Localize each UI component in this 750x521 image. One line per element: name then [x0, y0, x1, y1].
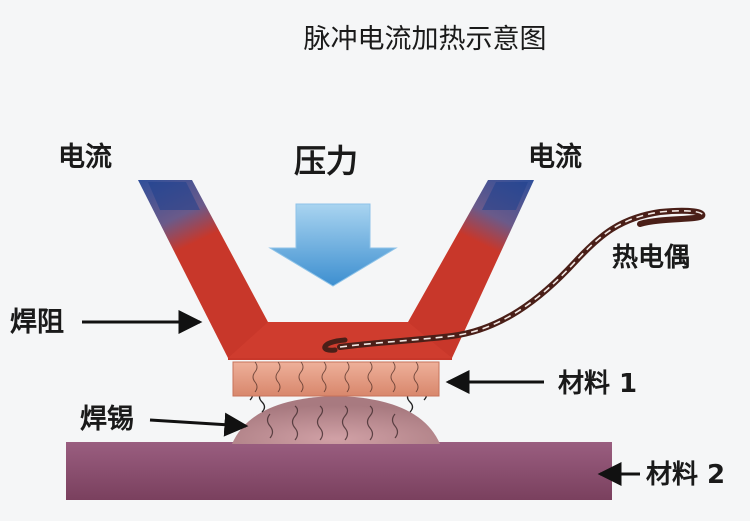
- current-right-label: 电流: [528, 142, 582, 173]
- material1-label: 材料 1: [558, 369, 637, 399]
- pointer-arrows: [82, 310, 640, 486]
- solder-label: 焊锡: [80, 404, 134, 435]
- thermode-label: 焊阻: [10, 307, 64, 338]
- solder-pointer-arrow: [149, 412, 249, 437]
- thermocouple-label: 热电偶: [612, 243, 690, 273]
- solder-texture: [266, 405, 399, 441]
- pressure-label: 压力: [294, 142, 358, 180]
- pressure-arrow: [268, 203, 398, 287]
- current-left-label: 电流: [58, 142, 112, 173]
- material2-layer: [66, 442, 612, 500]
- thermocouple-wire: [322, 207, 706, 353]
- material1-layer: [232, 361, 440, 397]
- solder-joint: [232, 396, 440, 444]
- diagram-title: 脉冲电流加热示意图: [304, 24, 547, 55]
- material2-label: 材料 2: [646, 460, 725, 490]
- material1-texture: [252, 361, 419, 393]
